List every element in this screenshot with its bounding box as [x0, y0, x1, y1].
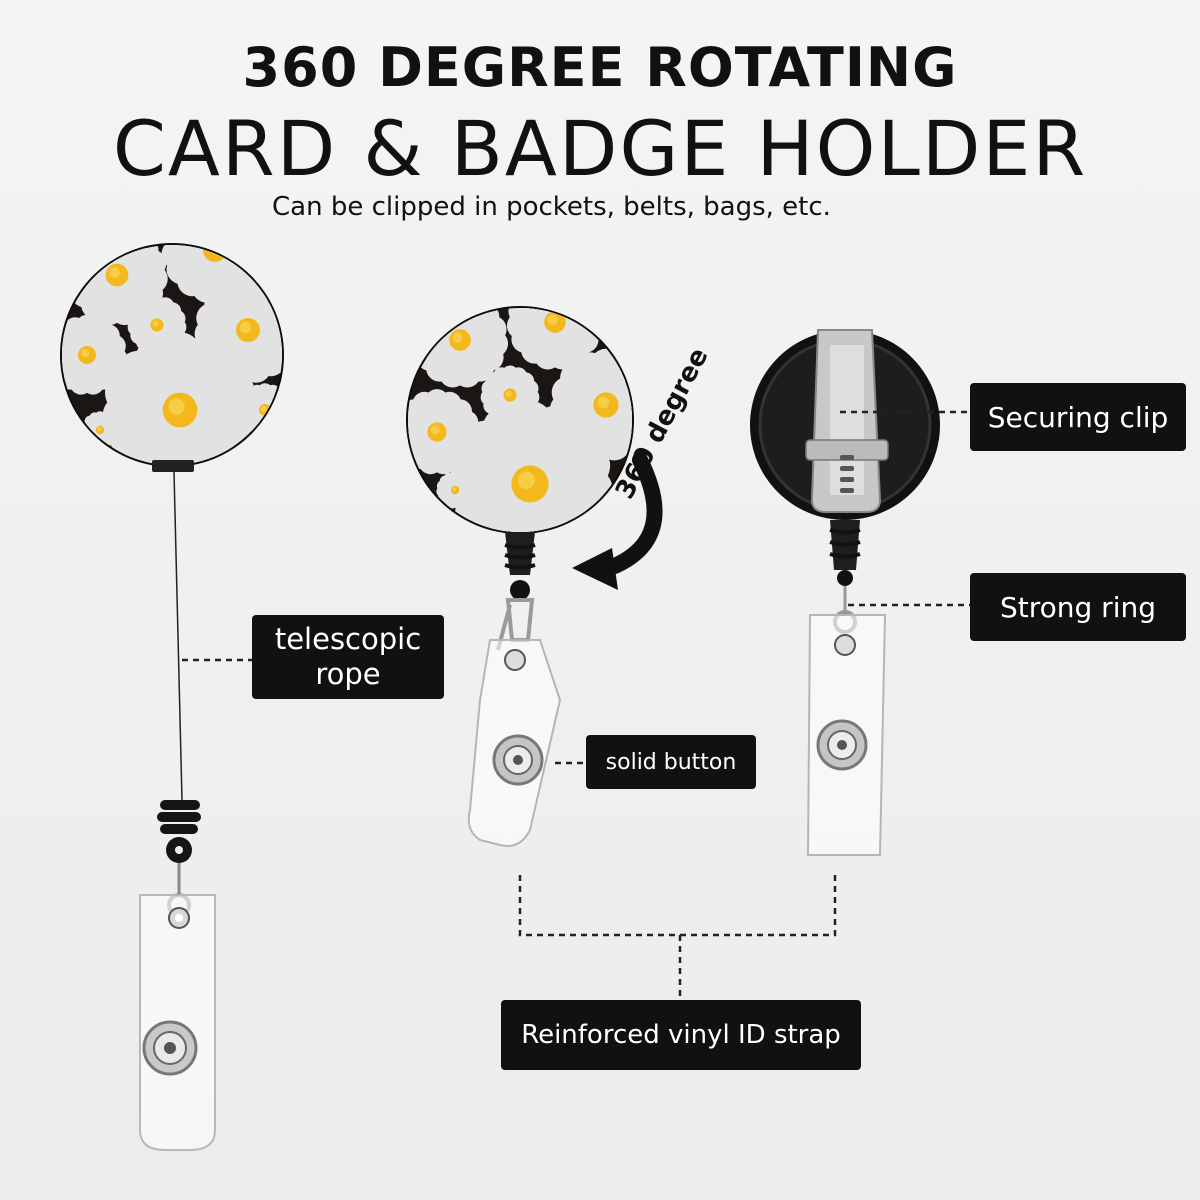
snap-button-icon	[492, 734, 544, 786]
headline-line-1: 360 DEGREE ROTATING	[242, 36, 958, 99]
callout-leaders	[182, 410, 970, 1000]
callout-telescopic-rope-text: telescopic rope	[274, 622, 422, 691]
callout-securing-clip: Securing clip	[970, 383, 1186, 451]
callout-vinyl-strap-text: Reinforced vinyl ID strap	[521, 1020, 841, 1050]
middle-badge-reel	[403, 285, 663, 847]
right-badge-reel-back	[750, 329, 940, 856]
callout-vinyl-strap: Reinforced vinyl ID strap	[501, 1000, 861, 1070]
callout-solid-button: solid button	[586, 735, 756, 789]
daisy-pattern-icon	[403, 285, 650, 550]
left-badge-reel	[60, 243, 284, 1151]
callout-strong-ring-text: Strong ring	[999, 590, 1156, 624]
middle-vinyl-strap	[467, 639, 562, 847]
snap-button-icon	[816, 719, 868, 771]
left-vinyl-strap	[139, 894, 216, 1151]
headline-line-2: CARD & BADGE HOLDER	[112, 104, 1088, 193]
rotation-arrow-icon	[572, 452, 663, 590]
clip-icon	[805, 329, 889, 513]
callout-telescopic-rope: telescopic rope	[252, 615, 444, 699]
subtitle: Can be clipped in pockets, belts, bags, …	[272, 192, 831, 222]
snap-button-icon	[142, 1020, 198, 1076]
callout-solid-button-text: solid button	[605, 749, 737, 775]
callout-strong-ring: Strong ring	[970, 573, 1186, 641]
callout-securing-clip-text: Securing clip	[987, 400, 1169, 434]
right-vinyl-strap	[806, 614, 887, 856]
